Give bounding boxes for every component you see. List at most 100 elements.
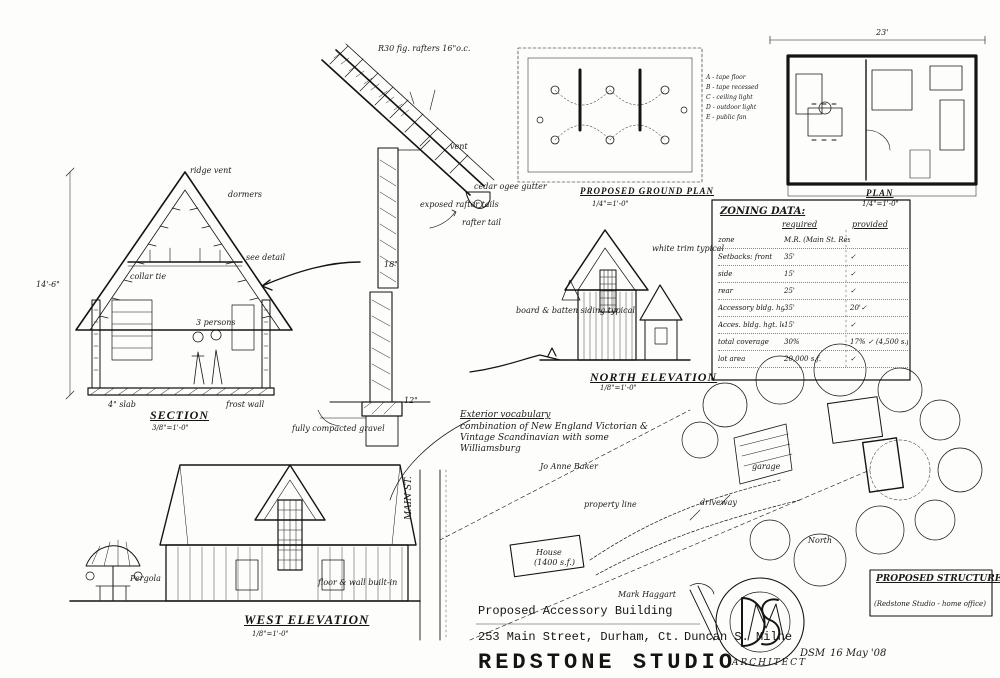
west-elevation-title: WEST ELEVATION [244, 612, 370, 627]
proposed-structure-title: PROPOSED STRUCTURE [876, 574, 1000, 584]
see-detail-note: see detail [246, 253, 286, 262]
section-title: SECTION [150, 408, 210, 422]
rafter-tail-note: rafter tail [462, 218, 501, 227]
dsm-monogram [689, 577, 805, 667]
frost-wall-note: frost wall [226, 400, 265, 409]
zoning-row-provided [850, 232, 908, 248]
plan-title: PLAN [866, 188, 894, 198]
studio-name-stamp: REDSTONE STUDIO [478, 650, 737, 675]
overhang-note: exposed rafter tails [420, 200, 499, 209]
floor-plan-drawing [769, 35, 986, 197]
vocabulary-text: combination of New England Victorian & V… [460, 422, 649, 454]
property-line-label: property line [584, 500, 637, 509]
zoning-row: side 15' ✓ [718, 266, 908, 283]
zoning-row-provided: ✓ [850, 253, 856, 261]
zoning-row: zone M.R. (Main St. Residential) [718, 232, 908, 249]
ground-note-b: B - tape recessed [706, 84, 759, 91]
neighbor-2: Mark Haggart [618, 590, 676, 599]
zoning-row-required: 15' [784, 270, 795, 278]
sheet-initials: DSM [800, 648, 826, 659]
zoning-col-provided: provided [852, 220, 888, 229]
site-plan-drawing [389, 343, 993, 641]
ground-plan-title: PROPOSED GROUND PLAN [580, 186, 715, 196]
zoning-row-label: side [718, 270, 733, 278]
architect-role: ARCHITECT [732, 658, 808, 668]
architect-name: Duncan S. Milne [684, 630, 793, 644]
zoning-col-required: required [782, 220, 818, 229]
pergola-note: Pergola [130, 574, 161, 583]
eave-detail [321, 43, 495, 289]
white-trim-note: white trim typical [652, 244, 724, 253]
project-name: Proposed Accessory Building [478, 604, 673, 618]
driveway-label: driveway [700, 498, 737, 507]
zoning-row: Setbacks: front 35' ✓ [718, 249, 908, 266]
zoning-row-label: lot area [718, 355, 746, 363]
ground-plan-scale: 1/4"=1'-0" [592, 200, 629, 208]
zoning-row: total coverage 30% 17% ✓ (4,500 s.f.) [718, 334, 908, 351]
zoning-row: lot area 20,000 s.f. ✓ [718, 351, 908, 368]
zoning-box-frame [711, 199, 911, 381]
zoning-row: Acces. bldg. hgt. less than 1st from pro… [718, 317, 908, 334]
dim-a: 18" [384, 260, 398, 269]
zoning-row-required: 20,000 s.f. [784, 355, 822, 363]
zoning-row-provided: 17% ✓ (4,500 s.f.) [850, 338, 908, 346]
house-label: House [536, 548, 562, 557]
zoning-row-required: 25' [784, 287, 795, 295]
project-address: 253 Main Street, Durham, Ct. [478, 630, 680, 644]
slab-note: 4" slab [108, 400, 136, 409]
section-drawing [65, 167, 293, 400]
zoning-title: ZONING DATA: [720, 206, 806, 217]
zoning-row-label: total coverage [718, 338, 769, 346]
zoning-row-provided: ✓ [850, 355, 856, 363]
foundation-detail [317, 291, 431, 447]
zoning-row-required: 15' [784, 321, 795, 329]
vocabulary-heading: Exterior vocabulary [460, 410, 551, 420]
vent-note: vent [450, 142, 468, 151]
north-elevation-drawing [261, 229, 691, 373]
zoning-row-required: 35' [784, 253, 795, 261]
west-elevation-drawing [69, 464, 421, 602]
zoning-row: rear 25' ✓ [718, 283, 908, 300]
zoning-row: Accessory bldg. hgt. 20'-0" from propert… [718, 300, 908, 317]
zoning-row-provided: ✓ [850, 270, 856, 278]
section-height-dim: 14'-6" [36, 280, 60, 289]
dormers-note: dormers [228, 190, 263, 199]
patio-note: floor & wall built-in [318, 578, 398, 587]
zoning-row-label: rear [718, 287, 734, 295]
neighbor-1: Jo Anne Baker [540, 462, 598, 471]
zoning-row-required: 30% [784, 338, 800, 346]
zoning-row-label: Setbacks: front [718, 253, 773, 261]
ground-note-e: E - public fan [706, 114, 747, 121]
proposed-structure-subtitle: (Redstone Studio - home office) [874, 600, 986, 608]
zoning-row-label: zone [718, 236, 735, 244]
zoning-row-required: M.R. (Main St. Residential) [784, 236, 850, 244]
zoning-table: zone M.R. (Main St. Residential) Setbacks:… [718, 232, 908, 368]
collar-tie-note: collar tie [130, 272, 167, 281]
ridge-vent-note: ridge vent [190, 166, 232, 175]
zoning-row-label: Accessory bldg. hgt. 20'-0" from propert… [718, 304, 784, 312]
cedar-gutter-note: cedar ogee gutter [474, 182, 547, 191]
rafter-detail-note: R30 fig. rafters 16"o.c. [378, 44, 471, 53]
garage-label: garage [752, 462, 781, 471]
north-label: North [808, 536, 833, 545]
west-elevation-scale: 1/8"=1'-0" [252, 630, 289, 638]
house-sub: (1400 s.f.) [534, 558, 576, 567]
zoning-row-provided: ✓ [850, 287, 856, 295]
zoning-row-provided: ✓ [850, 321, 856, 329]
ground-plan-drawing [517, 47, 703, 183]
ground-note-a: A - tape floor [706, 74, 746, 81]
ground-note-c: C - ceiling light [706, 94, 753, 101]
section-figure-note: 3 persons [196, 318, 236, 327]
gravel-base-note: fully compacted gravel [292, 424, 385, 433]
plan-scale: 1/4"=1'-0" [862, 200, 899, 208]
vertical-siding-note: board & batten siding typical [516, 306, 635, 315]
dim-b: 12" [404, 396, 418, 405]
plan-width-dim: 23' [876, 28, 889, 37]
zoning-row-required: 35' [784, 304, 795, 312]
main-street-label: MAIN ST. [404, 476, 414, 520]
north-elevation-title: NORTH ELEVATION [590, 370, 718, 384]
ground-note-d: D - outdoor light [706, 104, 757, 111]
north-elevation-scale: 1/8"=1'-0" [600, 384, 637, 392]
